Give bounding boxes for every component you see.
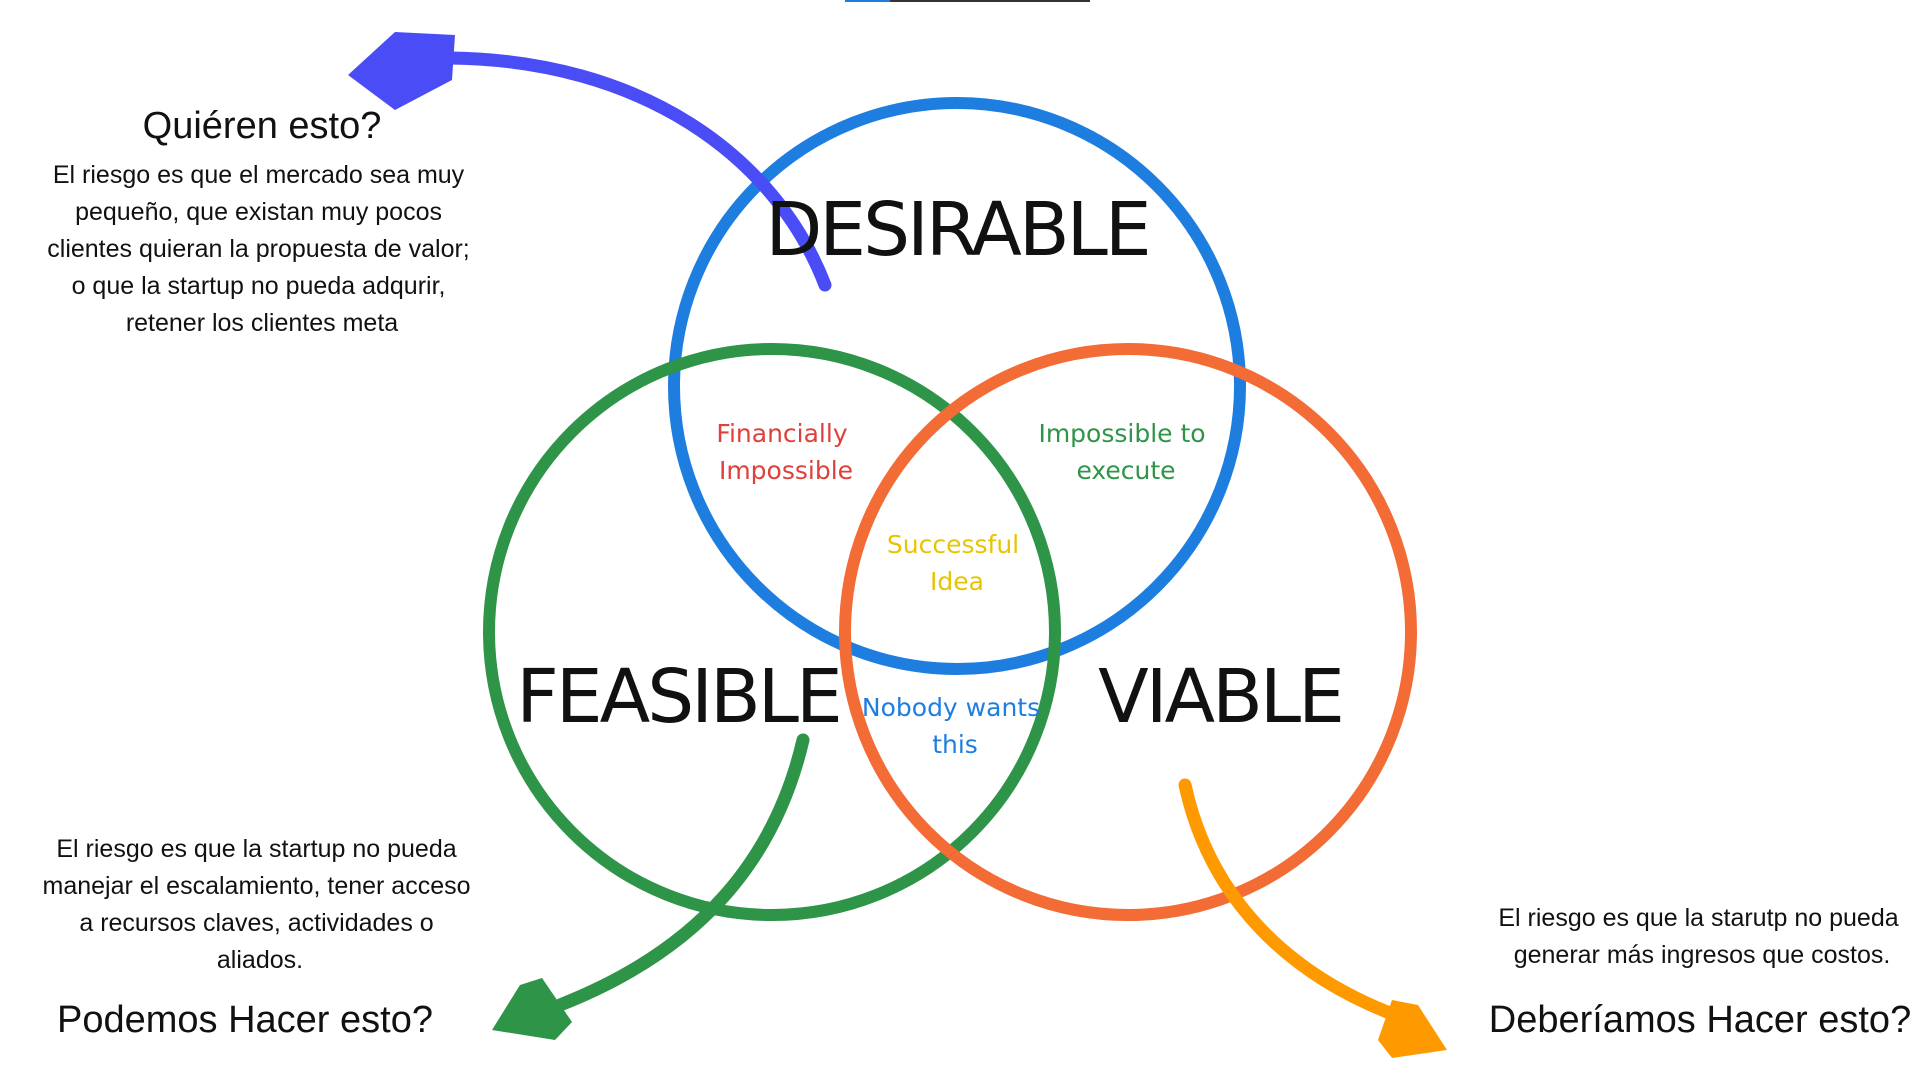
region-financially-label: Financially Impossible — [716, 419, 855, 485]
region-financially-line-2: Impossible — [719, 456, 853, 485]
desirable-risk-line-4: o que la startup no pueda adqurir, — [72, 272, 446, 300]
region-nobody-line-2: this — [932, 730, 978, 759]
desirable-question: Quiéren esto? — [143, 105, 382, 147]
feasible-risk-text: El riesgo es que la startup no pueda man… — [43, 835, 478, 974]
desirable-arrow — [348, 32, 832, 292]
region-success-line-1: Successful — [887, 530, 1019, 559]
desirable-title: DESIRABLE — [765, 187, 1148, 273]
viable-title: VIABLE — [1098, 654, 1342, 740]
desirable-arrowhead — [348, 32, 455, 110]
viable-arrow-shaft — [1178, 778, 1402, 1022]
desirable-risk-line-1: El riesgo es que el mercado sea muy — [53, 161, 465, 189]
feasible-title: FEASIBLE — [516, 654, 840, 740]
feasible-arrow-shaft — [553, 733, 810, 1012]
feasible-risk-line-1: El riesgo es que la startup no pueda — [56, 835, 456, 863]
viable-risk-line-1: El riesgo es que la starutp no pueda — [1498, 904, 1898, 932]
feasible-risk-line-3: a recursos claves, actividades o — [79, 909, 433, 937]
viable-circle — [839, 343, 1417, 921]
viable-risk-line-2: generar más ingresos que costos. — [1514, 941, 1891, 969]
region-nobody-label: Nobody wants this — [862, 693, 1048, 759]
viable-question: Deberíamos Hacer esto? — [1489, 999, 1911, 1041]
feasible-arrowhead — [492, 978, 572, 1040]
feasible-circle — [483, 343, 1061, 921]
viable-risk-text: El riesgo es que la starutp no pueda gen… — [1498, 904, 1905, 969]
viable-arrowhead — [1378, 1000, 1447, 1058]
feasible-risk-line-4: aliados. — [217, 946, 303, 974]
region-success-line-2: Idea — [930, 567, 984, 596]
desirable-circle — [668, 97, 1246, 675]
region-execute-line-2: execute — [1076, 456, 1175, 485]
region-execute-line-1: Impossible to — [1038, 419, 1205, 448]
viable-arrow — [1178, 778, 1447, 1058]
feasible-arrow — [492, 733, 810, 1040]
region-nobody-line-1: Nobody wants — [862, 693, 1040, 722]
region-success-label: Successful Idea — [887, 530, 1027, 596]
feasible-risk-line-2: manejar el escalamiento, tener acceso — [43, 872, 471, 900]
region-financially-line-1: Financially — [716, 419, 847, 448]
desirable-risk-line-3: clientes quieran la propuesta de valor; — [47, 235, 470, 263]
feasible-question: Podemos Hacer esto? — [57, 999, 433, 1041]
desirable-risk-line-5: retener los clientes meta — [126, 309, 398, 337]
desirable-risk-line-2: pequeño, que existan muy pocos — [75, 198, 442, 226]
desirable-arrow-shaft — [443, 51, 832, 292]
region-execute-label: Impossible to execute — [1038, 419, 1213, 485]
desirable-risk-text: El riesgo es que el mercado sea muy pequ… — [47, 161, 476, 337]
